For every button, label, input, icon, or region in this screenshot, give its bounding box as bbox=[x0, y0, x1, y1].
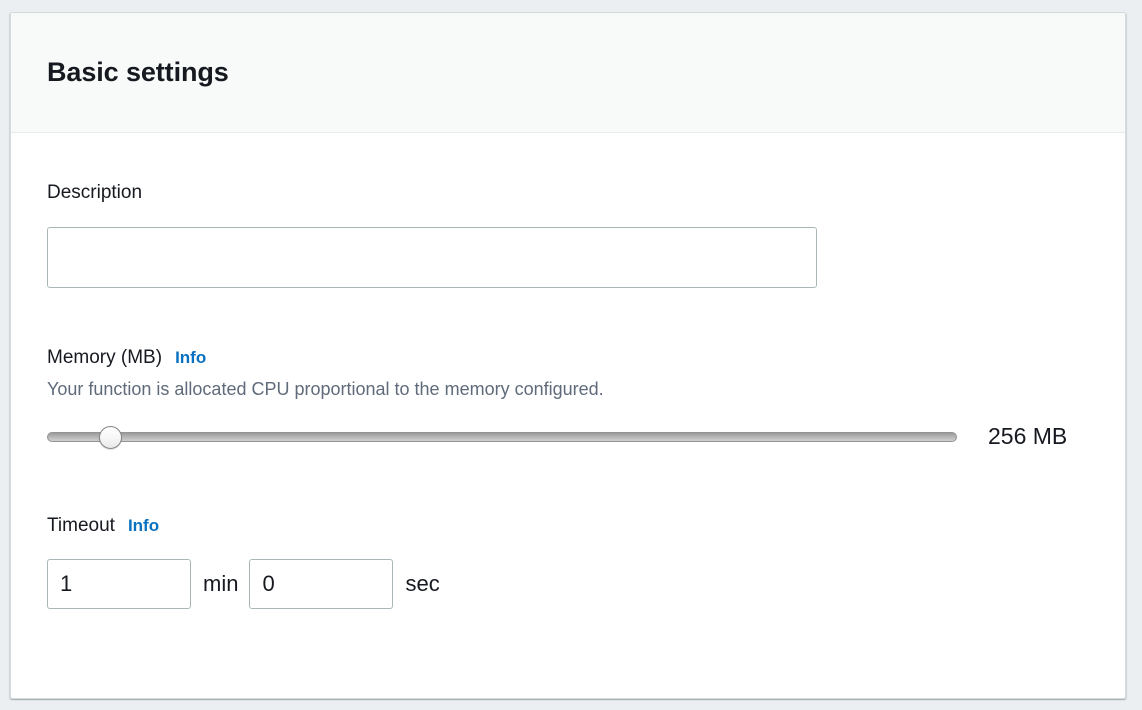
description-field-group: Description bbox=[47, 181, 1089, 288]
timeout-label: Timeout bbox=[47, 514, 115, 536]
description-label-row: Description bbox=[47, 181, 1089, 205]
memory-info-link[interactable]: Info bbox=[175, 347, 207, 367]
memory-hint: Your function is allocated CPU proportio… bbox=[47, 378, 604, 399]
panel-header: Basic settings bbox=[11, 13, 1125, 133]
timeout-inputs-row: min sec bbox=[47, 558, 1089, 609]
memory-slider[interactable] bbox=[47, 423, 957, 450]
timeout-label-row: Timeout Info bbox=[47, 514, 1089, 538]
memory-slider-row: 256 MB bbox=[47, 422, 1089, 452]
timeout-seconds-unit: sec bbox=[405, 570, 440, 596]
page-title: Basic settings bbox=[47, 56, 229, 87]
description-input[interactable] bbox=[47, 226, 817, 288]
basic-settings-panel: Basic settings Description Memory (MB) I… bbox=[10, 12, 1126, 699]
memory-label-row: Memory (MB) Info bbox=[47, 346, 1089, 370]
panel-body: Description Memory (MB) Info Your functi… bbox=[11, 133, 1125, 609]
memory-field-group: Memory (MB) Info Your function is alloca… bbox=[47, 346, 1089, 452]
memory-value-label: 256 MB bbox=[988, 423, 1068, 450]
description-label: Description bbox=[47, 182, 143, 203]
timeout-info-link[interactable]: Info bbox=[127, 515, 160, 535]
timeout-minutes-input[interactable] bbox=[47, 558, 191, 609]
timeout-seconds-input[interactable] bbox=[249, 558, 394, 609]
memory-label: Memory (MB) bbox=[47, 346, 163, 368]
timeout-minutes-unit: min bbox=[203, 570, 239, 596]
memory-slider-wrap bbox=[47, 423, 957, 450]
timeout-field-group: Timeout Info min sec bbox=[47, 514, 1089, 609]
